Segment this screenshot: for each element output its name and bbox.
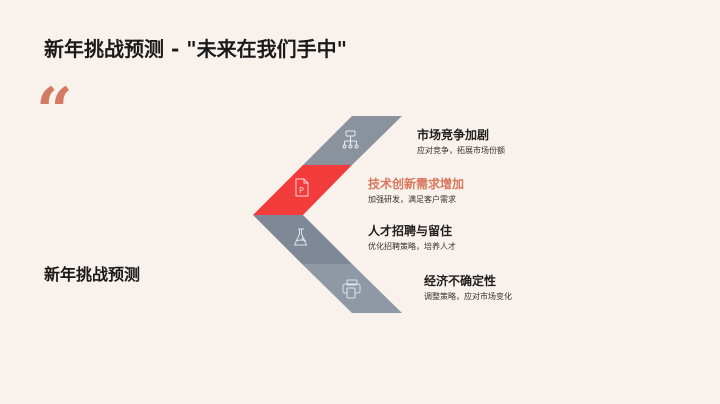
challenge-title: 技术创新需求增加 bbox=[368, 177, 465, 191]
challenge-desc: 调整策略，应对市场变化 bbox=[424, 292, 512, 301]
challenge-title: 市场竞争加剧 bbox=[417, 128, 490, 142]
challenge-desc: 优化招聘策略，培养人才 bbox=[368, 242, 456, 251]
challenge-desc: 加强研发，满足客户需求 bbox=[368, 195, 456, 204]
challenge-item-1: 市场竞争加剧 应对竞争，拓展市场份额 bbox=[417, 127, 505, 157]
challenge-title: 经济不确定性 bbox=[424, 274, 497, 288]
slide-title: 新年挑战预测 - "未来在我们手中" bbox=[44, 37, 348, 61]
quote-mark-icon: “ bbox=[36, 74, 73, 149]
document-p-icon: P bbox=[295, 178, 309, 197]
flask-icon bbox=[293, 228, 308, 246]
challenge-item-4: 经济不确定性 调整策略，应对市场变化 bbox=[424, 273, 512, 303]
challenge-title: 人才招聘与留住 bbox=[368, 224, 453, 238]
slide-subtitle: 新年挑战预测 bbox=[44, 265, 141, 284]
svg-text:P: P bbox=[299, 186, 304, 195]
challenge-item-3: 人才招聘与留住 优化招聘策略，培养人才 bbox=[368, 223, 456, 253]
challenge-desc: 应对竞争，拓展市场份额 bbox=[417, 146, 505, 155]
org-chart-icon bbox=[342, 130, 359, 149]
challenge-item-2: 技术创新需求增加 加强研发，满足客户需求 bbox=[368, 176, 464, 206]
printer-icon bbox=[342, 279, 361, 299]
band-2-highlight bbox=[253, 165, 352, 215]
